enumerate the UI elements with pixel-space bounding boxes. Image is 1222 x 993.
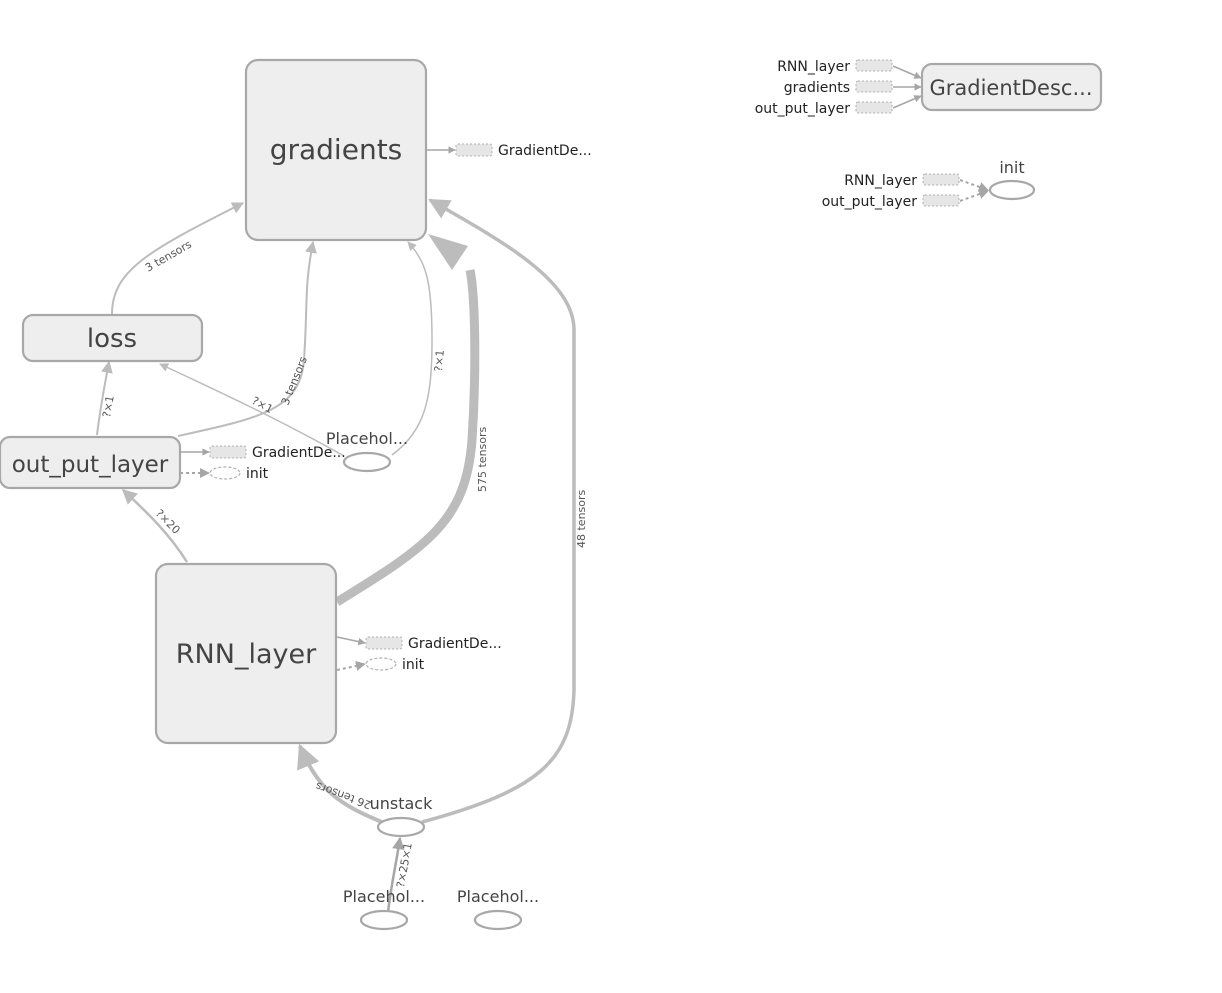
gd-input-gradients[interactable]: gradients: [784, 80, 893, 96]
edge-rnn-to-init-stub[interactable]: [336, 660, 366, 671]
node-gradients[interactable]: gradients: [244, 58, 428, 242]
stub-rnn-init[interactable]: init: [365, 657, 425, 673]
init-input-out-put-layer[interactable]: out_put_layer: [822, 194, 960, 210]
stub-out-put-init-label: init: [246, 466, 269, 482]
node-unstack-label: unstack: [370, 794, 433, 813]
edge-label-rnn-to-out: ?×20: [153, 507, 183, 537]
node-gradient-descent-label: GradientDesc...: [929, 76, 1092, 100]
gd-input-rnn-layer[interactable]: RNN_layer: [777, 59, 893, 75]
edge-out-to-loss[interactable]: [96, 360, 113, 436]
node-rnn-layer[interactable]: RNN_layer: [154, 562, 338, 745]
init-input-rnn-layer-label: RNN_layer: [844, 173, 917, 189]
edge-out-to-gradients[interactable]: [177, 240, 317, 437]
edge-label-out-to-loss: ?×1: [100, 395, 117, 419]
gd-input-out-put-layer-label: out_put_layer: [755, 101, 851, 117]
edge-init-rnn: [959, 179, 989, 192]
edge-gd-out: [892, 95, 922, 109]
edge-placeholder-to-gradients[interactable]: [391, 241, 433, 456]
node-placeholder-bottom-2-label: Placehol...: [457, 887, 539, 906]
edge-rnn-to-out[interactable]: [121, 488, 189, 563]
node-init[interactable]: init: [988, 158, 1036, 201]
edge-rnn-to-gd-stub[interactable]: [336, 636, 366, 646]
node-placeholder-top-label: Placehol...: [326, 429, 408, 448]
edge-rnn-to-gradients-arrowhead: [428, 234, 468, 270]
init-input-rnn-layer[interactable]: RNN_layer: [844, 173, 960, 189]
gd-input-out-put-layer[interactable]: out_put_layer: [755, 101, 893, 117]
node-placeholder-bottom-2[interactable]: Placehol...: [457, 887, 539, 931]
edge-label-placeholder-to-gradients: ?×1: [432, 349, 447, 372]
node-loss[interactable]: loss: [21, 313, 204, 363]
stub-out-put-init[interactable]: init: [209, 466, 269, 482]
edge-label-out-to-gradients: 3 tensors: [279, 354, 310, 407]
node-unstack[interactable]: unstack: [370, 794, 433, 838]
edge-gd-rnn: [892, 65, 922, 79]
edge-label-unstack-to-gradients: 48 tensors: [575, 489, 588, 548]
node-out-put-layer-label: out_put_layer: [12, 452, 169, 478]
edge-unstack-to-gradients[interactable]: [421, 198, 576, 824]
edge-rnn-to-gradients[interactable]: [334, 269, 480, 606]
node-placeholder-bottom-1-label: Placehol...: [343, 887, 425, 906]
stub-out-put-gd-label: GradientDe...: [252, 445, 346, 461]
init-input-out-put-layer-label: out_put_layer: [822, 194, 918, 210]
stub-out-put-gd[interactable]: GradientDe...: [209, 445, 346, 461]
stub-rnn-init-label: init: [402, 657, 425, 673]
node-rnn-layer-label: RNN_layer: [176, 639, 317, 670]
edge-placeholder-to-unstack[interactable]: [386, 836, 405, 913]
edge-label-unstack-to-rnn: 26 tensors: [314, 779, 373, 811]
edge-init-out: [959, 189, 989, 202]
node-placeholder-bottom-1[interactable]: Placehol...: [343, 887, 425, 931]
gd-input-rnn-layer-label: RNN_layer: [777, 59, 850, 75]
stub-rnn-gd-label: GradientDe...: [408, 636, 502, 652]
stub-gradients-gd-label: GradientDe...: [498, 143, 592, 159]
gd-input-gradients-label: gradients: [784, 80, 850, 96]
node-placeholder-top[interactable]: Placehol...: [326, 429, 408, 473]
node-gradient-descent[interactable]: GradientDesc...: [920, 62, 1103, 112]
node-init-label: init: [999, 158, 1024, 177]
edge-placeholder-to-loss[interactable]: [159, 363, 345, 457]
stub-gradients-gd[interactable]: GradientDe...: [455, 143, 592, 159]
node-out-put-layer[interactable]: out_put_layer: [0, 435, 182, 490]
node-gradients-label: gradients: [270, 133, 403, 166]
edge-label-rnn-to-gradients: 575 tensors: [476, 426, 489, 492]
node-loss-label: loss: [87, 324, 137, 354]
edge-unstack-to-rnn[interactable]: [297, 743, 383, 824]
edge-loss-to-gradients[interactable]: [111, 202, 245, 315]
stub-rnn-gd[interactable]: GradientDe...: [365, 636, 502, 652]
